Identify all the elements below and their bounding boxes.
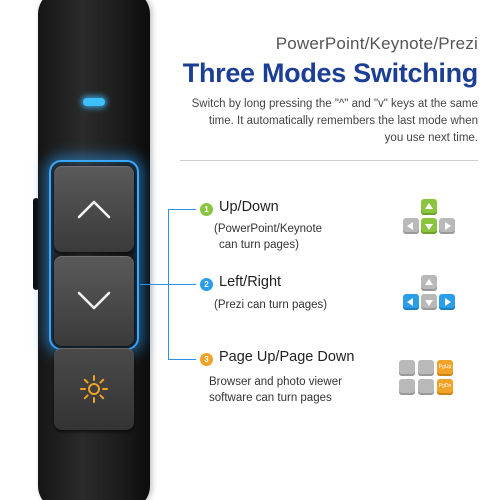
down-arrow-icon [77, 291, 111, 310]
page-title: Three Modes Switching [182, 58, 479, 88]
mode-number-2: 2 [200, 278, 213, 291]
keycap-blank-icon [399, 360, 415, 376]
mode-desc-page-up-down-2: software can turn pages [209, 392, 332, 404]
mode-title-left-right: Left/Right [219, 274, 282, 290]
connector-line [140, 284, 196, 285]
mode-title-up-down: Up/Down [219, 199, 279, 215]
keycap-down-icon [421, 294, 437, 310]
keycap-left-icon [403, 294, 419, 310]
mode-desc-up-down-1: (PowerPoint/Keynote [214, 223, 323, 235]
connector-line [168, 209, 196, 210]
keycap-up-icon [421, 275, 437, 291]
mode-switch-description: Switch by long pressing the "^" and "v" … [191, 98, 478, 144]
mode-desc-up-down-2: can turn pages) [219, 239, 299, 251]
connector-line [168, 359, 196, 360]
keycap-left-icon [403, 218, 419, 234]
mode-number-3: 3 [200, 353, 213, 366]
subtitle: PowerPoint/Keynote/Prezi [275, 34, 478, 53]
divider [180, 160, 478, 161]
laser-sun-icon [80, 375, 108, 403]
led-indicator [83, 98, 105, 106]
up-key[interactable] [54, 166, 134, 252]
side-button [33, 198, 39, 290]
keycap-down-icon [421, 218, 437, 234]
mode-number-1: 1 [200, 203, 213, 216]
down-key[interactable] [54, 256, 134, 346]
keycap-right-icon [439, 294, 455, 310]
keycap-blank-icon [418, 379, 434, 395]
up-arrow-icon [77, 200, 111, 219]
keycap-right-icon [439, 218, 455, 234]
laser-key[interactable] [54, 348, 134, 430]
keycap-blank-icon [399, 379, 415, 395]
keycap-up-icon [421, 199, 437, 215]
keycap-page-up-icon: PgUp [437, 360, 453, 376]
mode-desc-page-up-down-1: Browser and photo viewer [209, 376, 342, 388]
keycap-page-down-icon: PgDn [437, 379, 453, 395]
mode-desc-left-right: (Prezi can turn pages) [214, 299, 328, 311]
keycap-blank-icon [418, 360, 434, 376]
mode-title-page-up-down: Page Up/Page Down [219, 349, 355, 365]
